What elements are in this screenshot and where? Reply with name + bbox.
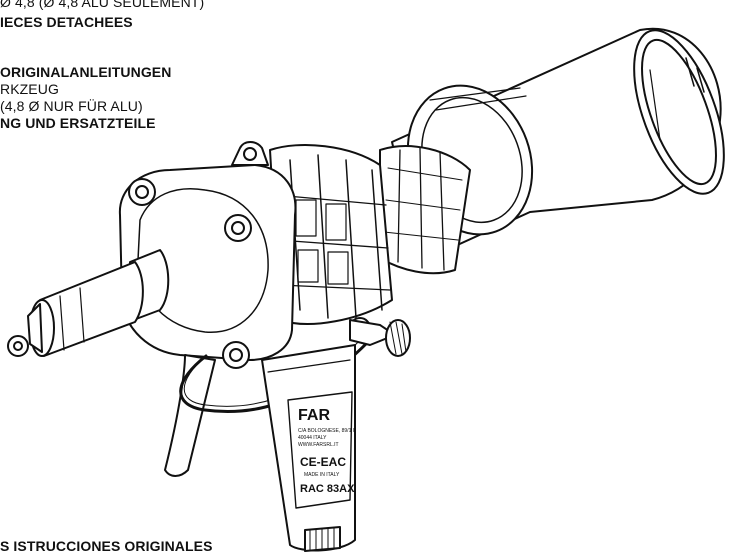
label-small-2: 40044 ITALY [298, 435, 327, 441]
hanging-eye [231, 141, 269, 166]
label-small-3: WWW.FARSRL.IT [298, 442, 339, 448]
ribbed-neck [379, 145, 471, 275]
valve-knob [349, 319, 411, 357]
spanish-title: S ISTRUCCIONES ORIGINALES [0, 538, 213, 554]
french-title-line: Ø 4,8 (Ø 4,8 ALU SEULEMENT) [0, 0, 205, 10]
german-line-3: (4,8 Ø NUR FÜR ALU) [0, 98, 143, 114]
model-number: RAC 83AX [300, 483, 355, 495]
made-in-italy: MADE IN ITALY [304, 472, 340, 478]
nose-barrel [7, 249, 170, 357]
pistol-grip: FAR C/A BOLOGNESE, 89/1 I 40044 ITALY WW… [261, 344, 356, 552]
german-title: ORIGINALANLEITUNGEN [0, 64, 172, 80]
label-small-1: C/A BOLOGNESE, 89/1 I [298, 428, 354, 434]
french-subtitle: IECES DETACHEES [0, 14, 133, 30]
german-subtitle: NG UND ERSATZTEILE [0, 115, 156, 131]
german-line-2: RKZEUG [0, 81, 59, 97]
brand-logo: FAR [298, 407, 330, 424]
ce-eac-mark: CE-EAC [300, 455, 346, 469]
